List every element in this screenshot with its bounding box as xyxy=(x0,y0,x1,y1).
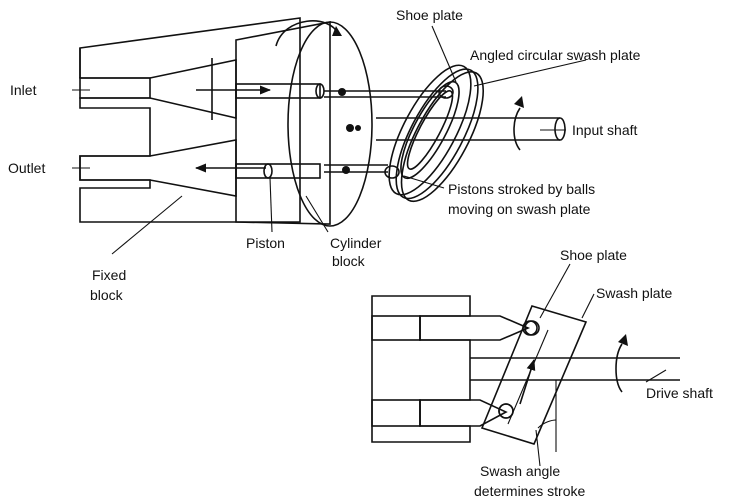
label-pistons-stroked-1: Pistons stroked by balls xyxy=(448,181,595,197)
ball xyxy=(384,165,400,179)
port-hole xyxy=(355,125,361,131)
ball xyxy=(438,85,454,99)
label-input-shaft: Input shaft xyxy=(572,122,637,138)
detail-swash-plate xyxy=(480,305,588,445)
leaders-bottom xyxy=(535,263,667,467)
label-shoe-plate-bottom: Shoe plate xyxy=(560,247,627,263)
piston-upper xyxy=(235,83,446,99)
label-pistons-stroked-2: moving on swash plate xyxy=(448,201,591,217)
piston-lower xyxy=(235,163,388,179)
fixed-block xyxy=(79,17,301,223)
detail-block xyxy=(371,295,471,443)
drive-shaft xyxy=(470,334,680,393)
label-inlet: Inlet xyxy=(10,82,37,98)
label-swash-angle-1: Swash angle xyxy=(480,463,560,479)
label-fixed-block-1: Fixed xyxy=(92,267,126,283)
label-angled-swash-plate: Angled circular swash plate xyxy=(470,47,641,63)
port-hole xyxy=(346,124,354,132)
label-outlet: Outlet xyxy=(8,160,45,176)
label-cylinder-block-2: block xyxy=(332,253,366,269)
port-hole xyxy=(338,88,346,96)
swash-plate xyxy=(388,64,485,203)
label-cylinder-block-1: Cylinder xyxy=(330,235,382,251)
label-piston: Piston xyxy=(246,235,285,251)
swash-angle-indicator xyxy=(537,380,557,452)
cylinder-rotation-arrow xyxy=(275,20,339,47)
cylinder-block xyxy=(235,21,373,227)
label-shoe-plate-top: Shoe plate xyxy=(396,7,463,23)
label-swash-plate: Swash plate xyxy=(596,285,672,301)
label-drive-shaft: Drive shaft xyxy=(646,385,713,401)
leaders-top xyxy=(72,25,587,255)
stroke-direction-arrow xyxy=(519,358,536,405)
label-fixed-block-2: block xyxy=(90,287,124,303)
label-swash-angle-2: determines stroke xyxy=(474,483,585,499)
